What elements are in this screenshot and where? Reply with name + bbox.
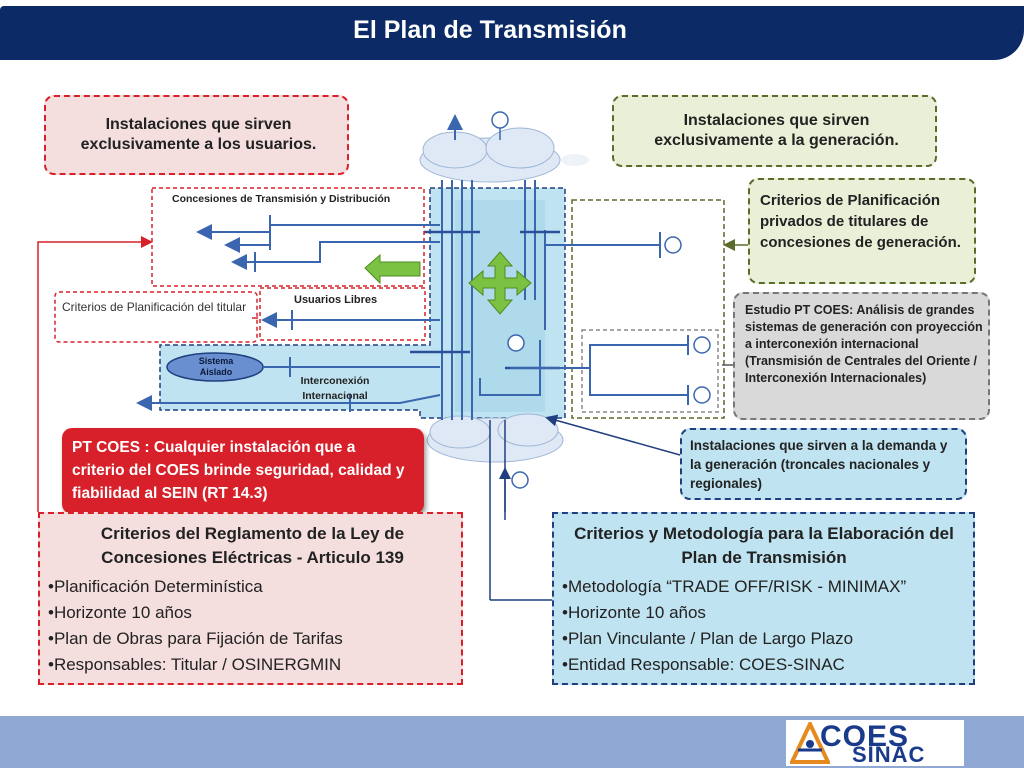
usuarios-text: Instalaciones que sirven exclusivamente … (80, 116, 317, 153)
box-metodologia: Criterios y Metodología para la Elaborac… (552, 512, 975, 685)
logo-sinac-text: SINAC (852, 742, 926, 767)
estudio-pt-text: Estudio PT COES: Análisis de grandes sis… (745, 303, 983, 385)
label-sistema-aislado: Sistema Aislado (198, 356, 234, 377)
usuarios-libres-box (259, 287, 426, 341)
label-interconexion: Interconexión Internacional (300, 375, 370, 402)
logo-coes-text: COES (820, 720, 910, 753)
reglamento-list: •Planificación Determinística •Horizonte… (48, 574, 343, 678)
coes-logo-icon (790, 722, 830, 764)
pt-coes-text: PT COES : Cualquier instalación que a cr… (72, 439, 405, 502)
metodologia-item: •Entidad Responsable: COES-SINAC (562, 655, 845, 674)
box-generacion: Instalaciones que sirven exclusivamente … (612, 95, 937, 167)
reglamento-item: •Horizonte 10 años (48, 603, 192, 622)
box-estudio-pt: Estudio PT COES: Análisis de grandes sis… (733, 292, 990, 420)
troncales-text: Instalaciones que sirven a la demanda y … (690, 438, 948, 491)
generator-icons (507, 236, 711, 489)
reglamento-item: •Responsables: Titular / OSINERGMIN (48, 655, 342, 674)
generator-top (491, 111, 509, 140)
four-way-arrow (468, 251, 532, 315)
reglamento-item: •Plan de Obras para Fijación de Tarifas (48, 629, 343, 648)
transmission-diagram (37, 111, 748, 601)
criterios-titular-text: Criterios de Planificación del titular (62, 300, 247, 314)
reglamento-title: Criterios del Reglamento de la Ley de Co… (100, 524, 405, 567)
title-bar (0, 6, 1024, 60)
box-criterios-privados: Criterios de Planificación privados de t… (748, 178, 976, 284)
header: El Plan de Transmisión (0, 0, 1024, 62)
box-usuarios: Instalaciones que sirven exclusivamente … (44, 95, 349, 175)
page-title: El Plan de Transmisión (353, 16, 627, 44)
green-arrow-left (364, 253, 421, 285)
criterios-privados-text: Criterios de Planificación privados de t… (760, 192, 961, 251)
criterios-titular-box (54, 291, 258, 343)
box-pt-coes: PT COES : Cualquier instalación que a cr… (62, 428, 424, 514)
cloud-top (419, 127, 561, 183)
metodologia-list: •Metodología “TRADE OFF/RISK - MINIMAX” … (562, 574, 906, 678)
label-usuarios-libres: Usuarios Libres (294, 294, 378, 306)
logo (786, 720, 964, 766)
label-concesiones: Concesiones de Transmisión y Distribució… (172, 193, 391, 205)
generacion-text: Instalaciones que sirven exclusivamente … (654, 112, 899, 149)
metodologia-title: Criterios y Metodología para la Elaborac… (574, 524, 954, 567)
metodologia-item: •Plan Vinculante / Plan de Largo Plazo (562, 629, 854, 648)
box-troncales: Instalaciones que sirven a la demanda y … (680, 428, 967, 500)
metodologia-item: •Metodología “TRADE OFF/RISK - MINIMAX” (562, 577, 907, 596)
cloud-bottom (426, 413, 564, 463)
reglamento-item: •Planificación Determinística (48, 577, 263, 596)
metodologia-item: •Horizonte 10 años (562, 603, 706, 622)
box-reglamento: Criterios del Reglamento de la Ley de Co… (38, 512, 463, 685)
